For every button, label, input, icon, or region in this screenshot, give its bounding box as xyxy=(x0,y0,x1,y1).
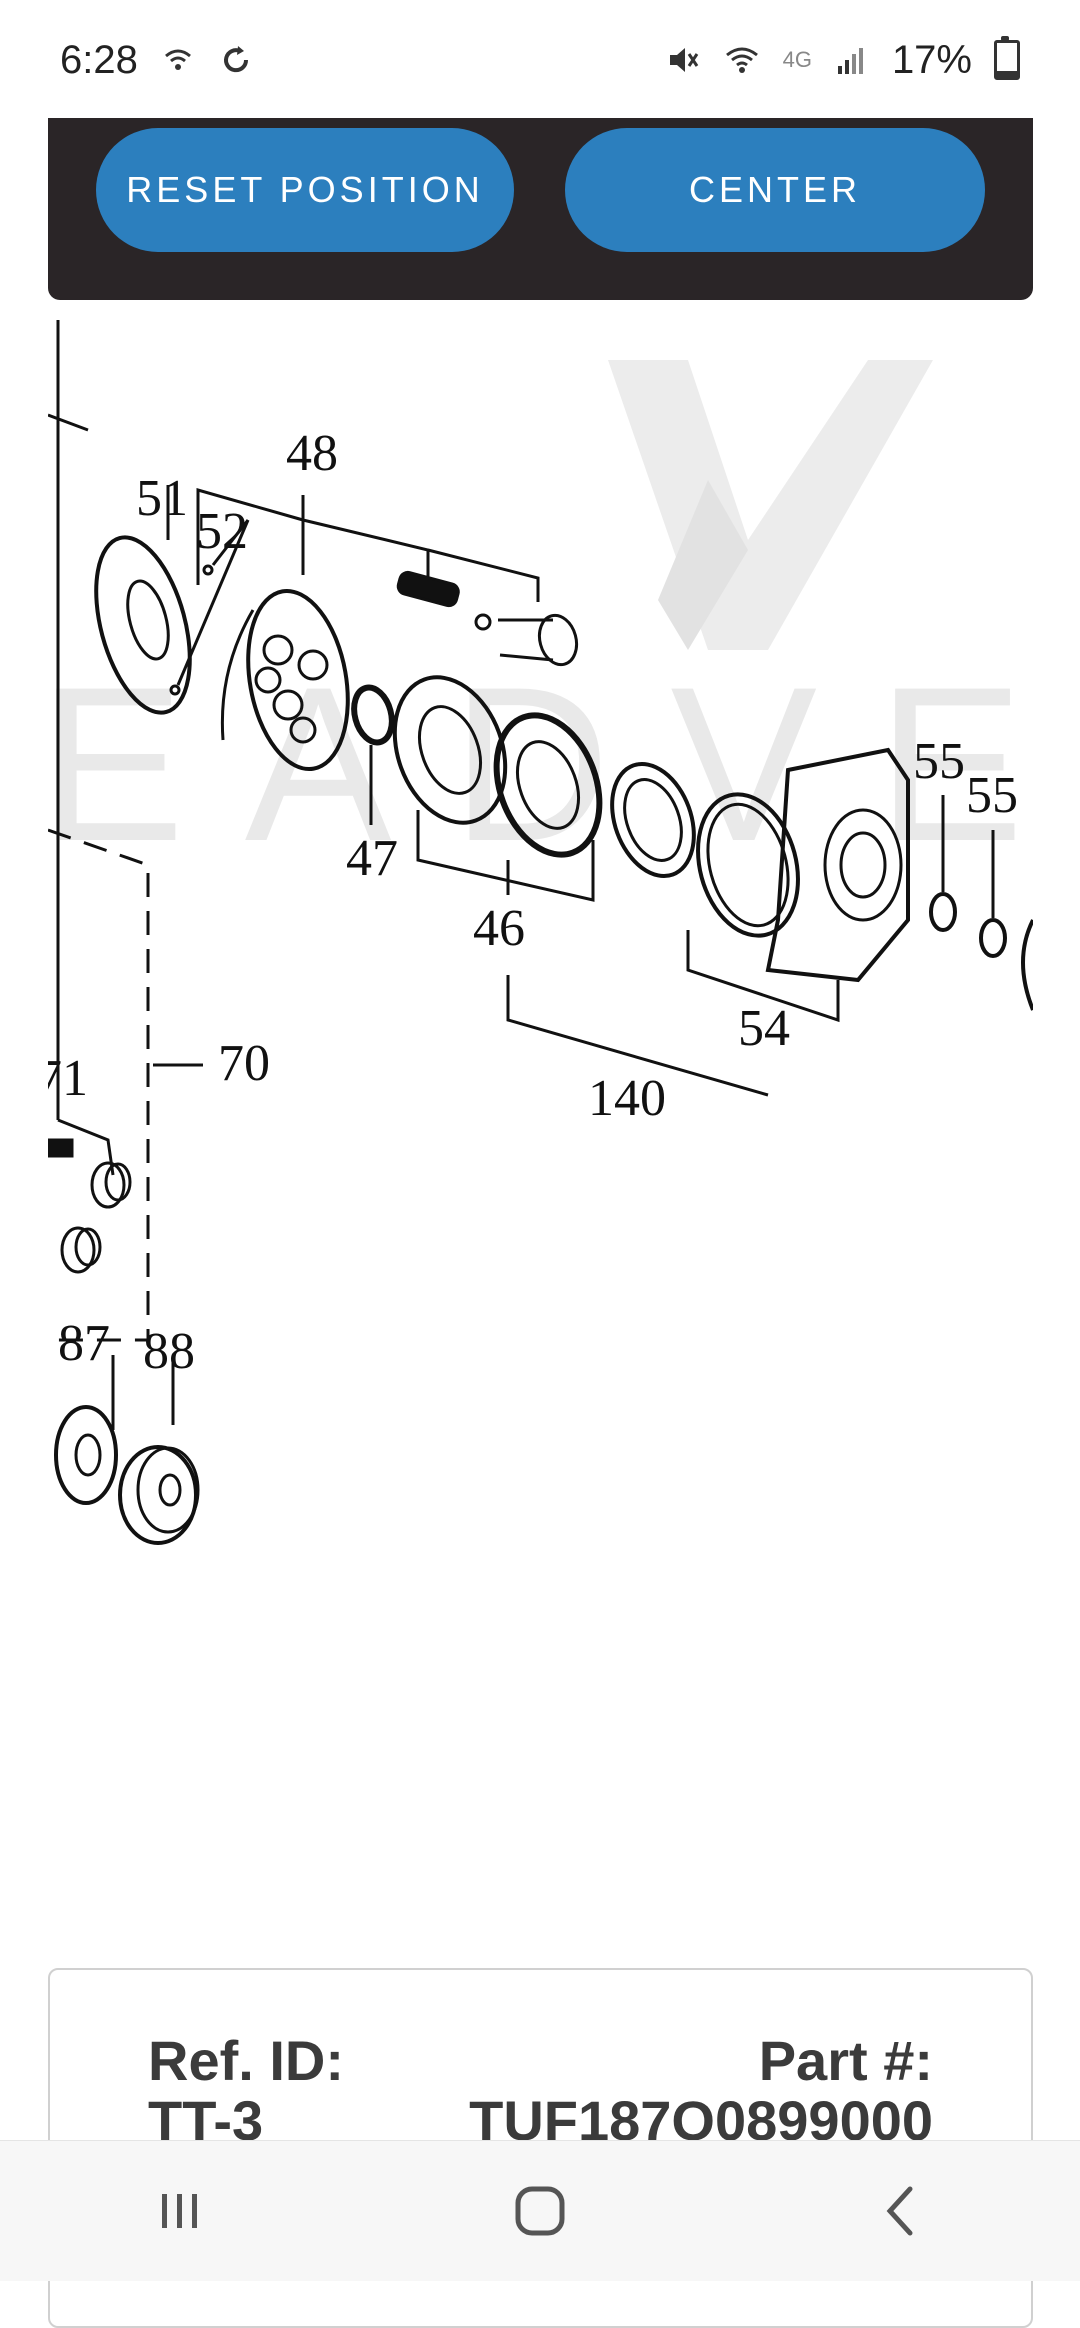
diagram-toolbar: RESET POSITION CENTER xyxy=(48,118,1033,300)
status-bar: 6:28 4G 17% xyxy=(0,0,1080,120)
signal-icon xyxy=(834,42,870,78)
callout-87: 87 xyxy=(58,1315,110,1372)
parts-diagram-svg: EADVEN xyxy=(48,320,1033,1545)
status-left: 6:28 xyxy=(60,38,254,83)
callout-55a: 55 xyxy=(913,733,965,790)
callout-46: 46 xyxy=(473,900,525,957)
callout-48: 48 xyxy=(286,425,338,482)
status-time: 6:28 xyxy=(60,37,138,82)
callout-47: 47 xyxy=(346,830,398,887)
recents-button[interactable] xyxy=(120,2161,240,2261)
reset-position-button[interactable]: RESET POSITION xyxy=(96,128,514,252)
callout-70: 70 xyxy=(218,1035,270,1092)
back-button[interactable] xyxy=(840,2161,960,2261)
callout-88: 88 xyxy=(143,1323,195,1380)
recents-icon xyxy=(162,2194,197,2228)
mute-icon xyxy=(665,42,701,78)
battery-icon xyxy=(994,36,1020,80)
center-button[interactable]: CENTER xyxy=(565,128,985,252)
callout-52: 52 xyxy=(196,503,248,560)
wifi-icon xyxy=(723,41,761,79)
callout-140: 140 xyxy=(588,1070,666,1127)
callout-54: 54 xyxy=(738,1000,790,1057)
ref-id-label: Ref. ID: xyxy=(148,2029,344,2092)
home-icon xyxy=(515,2186,565,2236)
navigation-bar xyxy=(0,2140,1080,2281)
parts-diagram[interactable]: EADVEN xyxy=(48,320,1033,1940)
status-right: 4G 17% xyxy=(665,36,1020,83)
callout-55b: 55 xyxy=(966,767,1018,824)
home-button[interactable] xyxy=(480,2161,600,2261)
back-icon xyxy=(886,2186,913,2236)
part-number-label: Part #: xyxy=(758,2029,933,2092)
wifi-call-icon xyxy=(160,42,196,78)
callout-71: 71 xyxy=(48,1050,88,1107)
battery-percent: 17% xyxy=(891,37,972,82)
callout-51: 51 xyxy=(136,470,188,527)
watermark-logo xyxy=(608,360,933,650)
sync-icon xyxy=(218,42,254,78)
network-type-label: 4G xyxy=(782,47,812,72)
